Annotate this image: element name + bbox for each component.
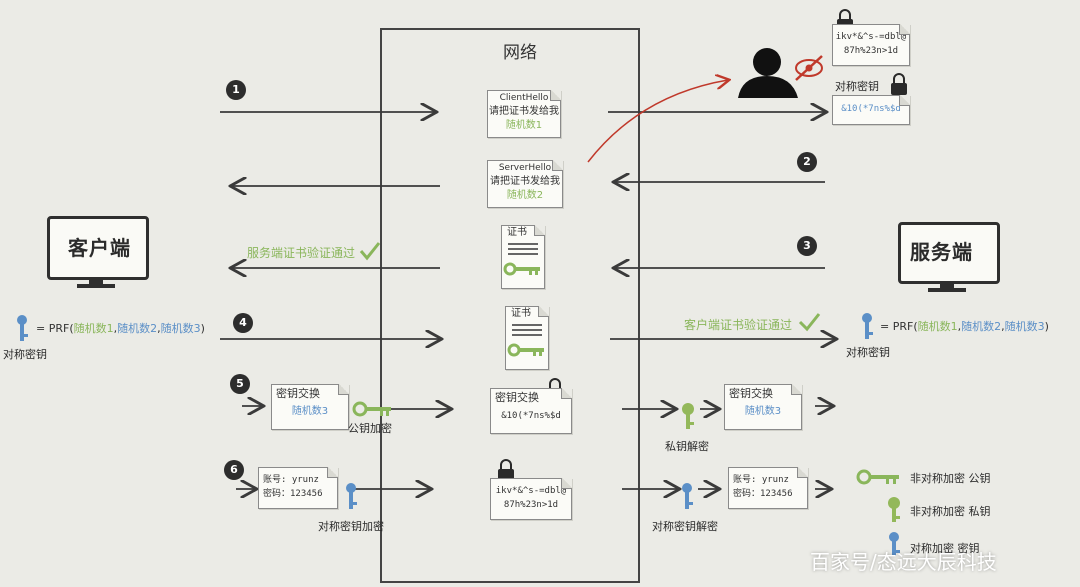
server-verify-text: 客户端证书验证通过 (684, 318, 793, 332)
server-account-username: 账号: yrunz (733, 475, 789, 485)
step-5-badge: 5 (230, 374, 250, 394)
server-account-password: 密码：123456 (733, 489, 793, 499)
encrypted-net-doc: ikv*&^s-=dbl@ 87h%23n>1d (490, 478, 572, 520)
key-exchange-net-cipher: &10(*7ns%$d (501, 411, 561, 421)
attacker-intercepted-line1: ikv*&^s-=dbl@ (835, 32, 907, 42)
client-monitor (47, 216, 149, 290)
step-2-badge: 2 (797, 152, 817, 172)
client-pubkey-encrypt-label: 公钥加密 (348, 422, 392, 435)
network-box (380, 28, 640, 583)
client-hello-title: ClientHello (499, 93, 549, 103)
key-exchange-net-title: 密钥交换 (495, 391, 539, 404)
step-3-badge: 3 (797, 236, 817, 256)
encrypted-net-line2: 87h%23n>1d (503, 500, 559, 510)
client-account-username: 账号: yrunz (263, 475, 319, 485)
legend-symmetric-key: 对称加密 密钥 (910, 542, 980, 555)
server-key-exchange-doc: 密钥交换 随机数3 (724, 384, 802, 430)
symmetric-key-icon-legend (889, 532, 900, 556)
client-sym-encrypt-label: 对称密钥加密 (318, 520, 384, 533)
client-account-password: 密码：123456 (263, 489, 323, 499)
client-key-exchange-random: 随机数3 (291, 406, 329, 417)
key-exchange-net-doc: 密钥交换 &10(*7ns%$d (490, 388, 572, 434)
client-prf-formula: = PRF(随机数1,随机数2,随机数3) (36, 322, 205, 335)
arrow-attacker-intercept (587, 80, 728, 163)
server-sym-decrypt-label: 对称密钥解密 (652, 520, 718, 533)
encrypted-net-line1: ikv*&^s-=dbl@ (495, 486, 567, 496)
client-key-exchange-doc: 密钥交换 随机数3 (271, 384, 349, 430)
server-hello-random: 随机数2 (506, 190, 544, 201)
attacker-sym-key-value: &10(*7ns%$d (841, 104, 901, 114)
symmetric-key-icon-client (17, 315, 28, 341)
lock-icon-attacker-key (891, 73, 907, 95)
symmetric-key-icon-encrypt (346, 483, 357, 509)
server-privkey-decrypt-label: 私钥解密 (665, 440, 709, 453)
server-hello-request: 请把证书发给我 (490, 176, 560, 187)
server-label: 服务端 (910, 240, 973, 264)
server-key-exchange-title: 密钥交换 (729, 387, 773, 400)
legend-public-key: 非对称加密 公钥 (910, 472, 991, 485)
client-hello-random: 随机数1 (505, 120, 543, 131)
server-hello-title: ServerHello (498, 163, 552, 173)
public-key-icon-encrypt (352, 401, 391, 417)
client-verify-text: 服务端证书验证通过 (247, 246, 356, 260)
public-key-icon-legend (856, 469, 899, 485)
attacker-key-doc: &10(*7ns%$d (832, 95, 910, 125)
attacker-sym-key-label: 对称密钥 (835, 80, 879, 93)
private-key-icon-legend (888, 497, 900, 522)
server-cert-title: 证书 (507, 227, 527, 238)
client-account-doc: 账号: yrunz 密码：123456 (258, 467, 338, 509)
symmetric-key-icon-server (862, 313, 873, 339)
watermark: 百家号/态远大辰科技 (810, 550, 997, 574)
client-sym-key-label: 对称密钥 (3, 348, 47, 361)
attacker-intercepted-line2: 87h%23n>1d (843, 46, 899, 56)
client-cert-doc: 证书 (505, 306, 549, 370)
attacker-icon (738, 48, 798, 98)
step-1-badge: 1 (226, 80, 246, 100)
server-account-doc: 账号: yrunz 密码：123456 (728, 467, 808, 509)
server-key-exchange-random: 随机数3 (744, 406, 782, 417)
step-4-badge: 4 (233, 313, 253, 333)
server-prf-formula: = PRF(随机数1,随机数2,随机数3) (880, 320, 1049, 333)
client-cert-title: 证书 (511, 308, 531, 319)
server-cert-doc: 证书 (501, 225, 545, 289)
client-key-exchange-title: 密钥交换 (276, 387, 320, 400)
client-hello-request: 请把证书发给我 (489, 106, 559, 117)
server-verify-check-icon (798, 313, 821, 332)
network-title: 网络 (503, 43, 537, 63)
client-label: 客户端 (68, 236, 131, 260)
client-verify-check-icon (359, 242, 381, 261)
attacker-intercepted-doc: ikv*&^s-=dbl@ 87h%23n>1d (832, 24, 910, 66)
server-monitor (898, 222, 1000, 296)
legend-private-key: 非对称加密 私钥 (910, 505, 991, 518)
private-key-icon-decrypt (682, 403, 694, 429)
server-hello-doc: ServerHello 请把证书发给我 随机数2 (487, 160, 563, 208)
symmetric-key-icon-decrypt (682, 483, 693, 509)
server-sym-key-label: 对称密钥 (846, 346, 890, 359)
step-6-badge: 6 (224, 460, 244, 480)
client-hello-doc: ClientHello 请把证书发给我 随机数1 (487, 90, 561, 138)
blocked-eye-icon (795, 55, 823, 81)
